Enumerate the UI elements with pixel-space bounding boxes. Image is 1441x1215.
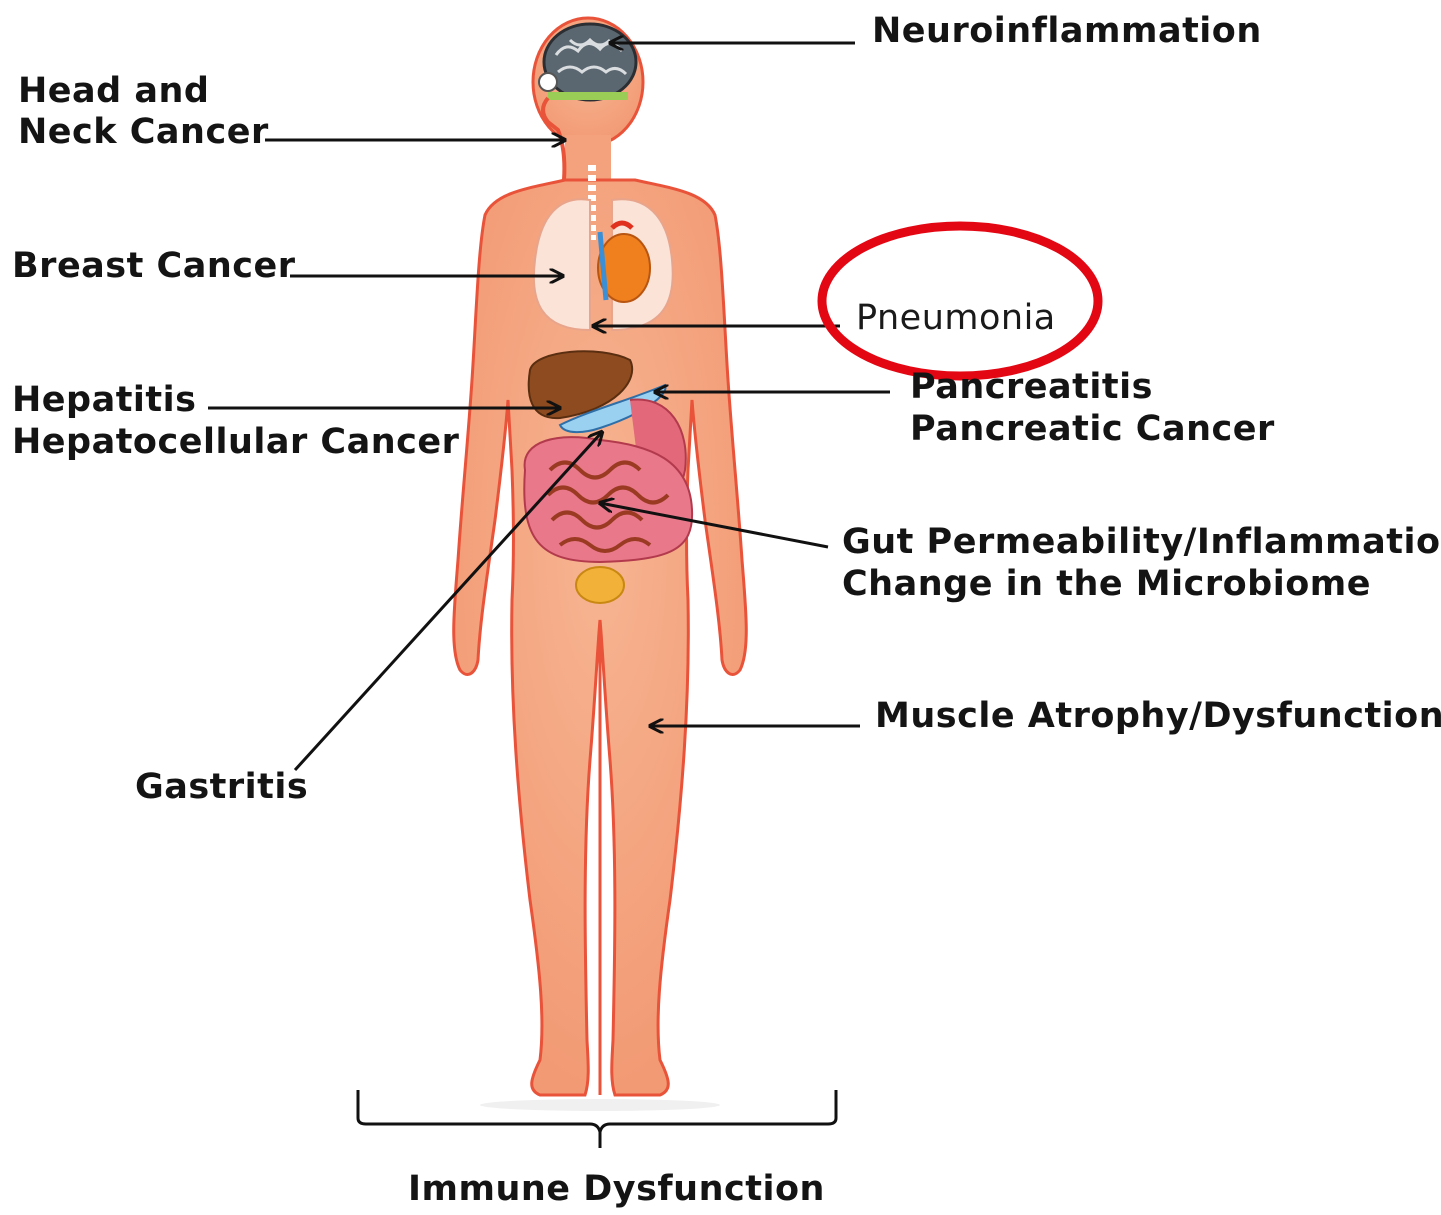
label-breast-cancer: Breast Cancer bbox=[12, 245, 296, 287]
label-immune: Immune Dysfunction bbox=[408, 1168, 825, 1210]
label-hepatitis-line1: Hepatitis bbox=[12, 379, 197, 421]
label-gut-line1: Gut Permeability/Inflammation bbox=[842, 521, 1441, 563]
ground-shadow bbox=[480, 1099, 720, 1111]
eye-icon bbox=[539, 73, 557, 91]
label-pancreatitis-line2: Pancreatic Cancer bbox=[910, 408, 1275, 450]
label-gastritis: Gastritis bbox=[135, 766, 308, 808]
label-pancreatitis-line1: Pancreatitis bbox=[910, 366, 1153, 408]
bladder-icon bbox=[576, 567, 624, 603]
label-hepatitis-line2: Hepatocellular Cancer bbox=[12, 421, 459, 463]
label-pneumonia: Pneumonia bbox=[856, 297, 1056, 339]
label-head-neck-line1: Head and bbox=[18, 70, 209, 112]
label-muscle: Muscle Atrophy/Dysfunction bbox=[875, 695, 1441, 737]
label-head-neck-line2: Neck Cancer bbox=[18, 111, 269, 153]
label-gut-line2: Change in the Microbiome bbox=[842, 563, 1371, 605]
label-neuroinflammation: Neuroinflammation bbox=[872, 10, 1262, 52]
brain-icon bbox=[544, 24, 636, 100]
immune-bracket bbox=[358, 1090, 836, 1132]
